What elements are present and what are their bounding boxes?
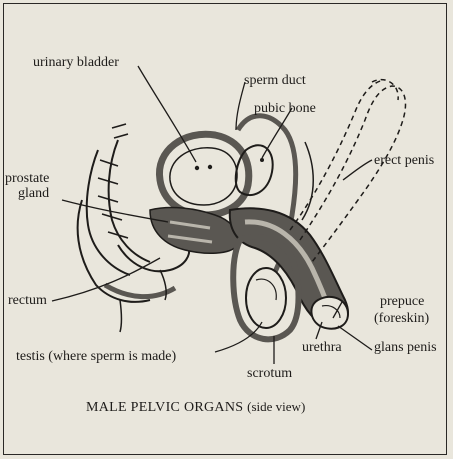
label-scrotum: scrotum xyxy=(247,366,292,381)
label-sperm-duct: sperm duct xyxy=(244,73,306,88)
diagram-caption: MALE PELVIC ORGANS (side view) xyxy=(86,399,305,416)
label-prepuce: prepuce xyxy=(380,294,424,309)
label-glans-penis: glans penis xyxy=(374,340,437,355)
caption-main: MALE PELVIC ORGANS xyxy=(86,400,243,415)
label-erect-penis: erect penis xyxy=(374,153,434,168)
label-rectum: rectum xyxy=(8,293,47,308)
label-urethra: urethra xyxy=(302,340,342,355)
caption-sub: (side view) xyxy=(247,399,305,414)
label-testis: testis (where sperm is made) xyxy=(16,349,176,364)
rectum-organ xyxy=(105,245,189,300)
label-foreskin: (foreskin) xyxy=(374,311,429,326)
label-prostate: prostate xyxy=(5,171,49,186)
label-urinary-bladder: urinary bladder xyxy=(33,55,119,70)
spine xyxy=(78,124,150,302)
label-pubic-bone: pubic bone xyxy=(254,101,316,116)
rear-contour xyxy=(120,300,122,332)
label-gland: gland xyxy=(18,186,49,201)
abdomen-contour xyxy=(302,142,313,220)
